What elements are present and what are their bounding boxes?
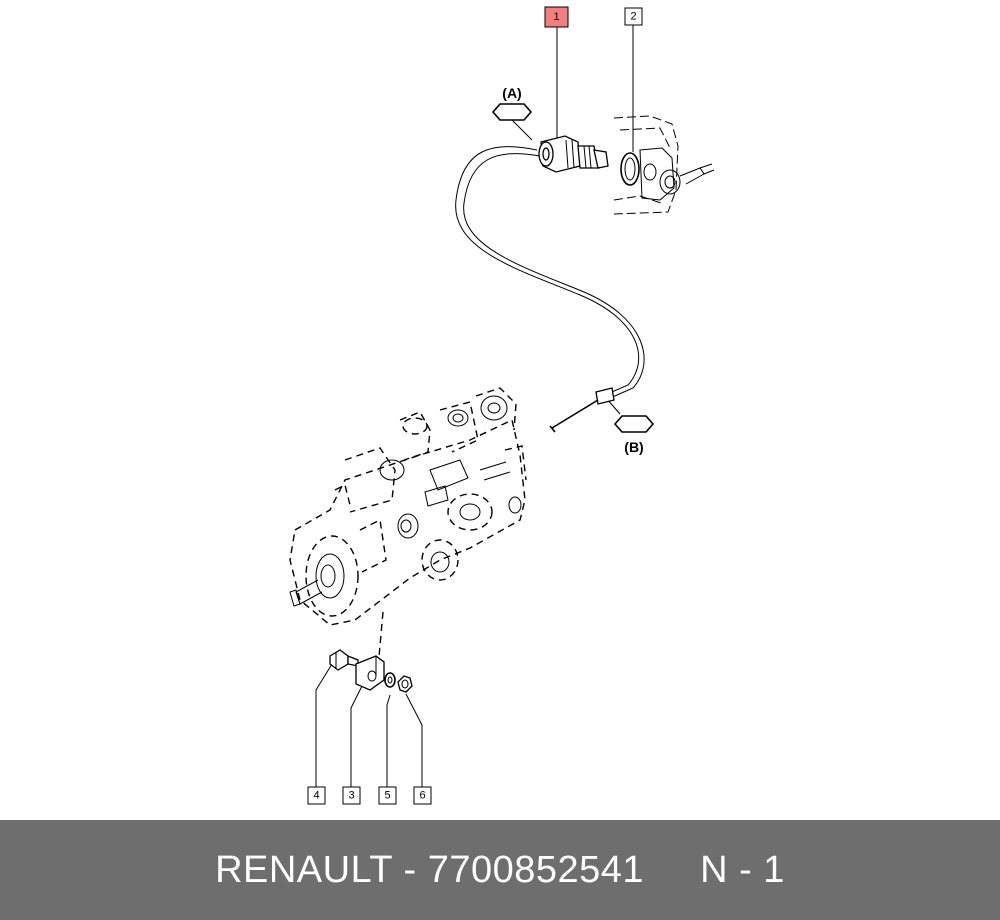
bracket-part-3[interactable] — [355, 655, 385, 691]
svg-text:(B): (B) — [624, 439, 643, 455]
nut-part-6[interactable] — [397, 675, 413, 693]
part-number: 7700852541 — [427, 848, 645, 891]
svg-text:(A): (A) — [502, 85, 521, 101]
view-marker-a: (A) — [491, 85, 533, 141]
caption-separator: - — [403, 848, 417, 891]
svg-text:1: 1 — [553, 11, 559, 23]
injection-pump — [289, 387, 527, 626]
assembly-line — [377, 611, 384, 669]
leader-lines — [315, 25, 634, 787]
parts-diagram: 1 2 4 3 5 6 (A) (B) — [289, 6, 715, 805]
svg-text:6: 6 — [419, 790, 425, 802]
washer-part-5[interactable] — [384, 672, 396, 688]
brand-name: RENAULT — [215, 848, 393, 891]
callout-5[interactable]: 5 — [378, 786, 397, 805]
view-marker-b: (B) — [605, 397, 655, 455]
callout-6[interactable]: 6 — [413, 786, 432, 805]
engine-housing — [613, 115, 715, 215]
part-caption: RENAULT - 7700852541 N - 1 — [215, 849, 785, 892]
callout-3[interactable]: 3 — [342, 786, 361, 805]
sensor-cable — [455, 146, 645, 433]
footer-bar: RENAULT - 7700852541 N - 1 — [0, 820, 1000, 920]
svg-text:4: 4 — [313, 790, 319, 802]
callout-4[interactable]: 4 — [307, 786, 326, 805]
temperature-sensor-part-1[interactable] — [538, 135, 609, 173]
seal-ring-part-2[interactable] — [620, 152, 640, 186]
svg-text:5: 5 — [384, 790, 390, 802]
svg-text:2: 2 — [630, 11, 636, 23]
bolt-part-4[interactable] — [329, 649, 359, 671]
callout-2[interactable]: 2 — [624, 7, 643, 26]
svg-text:3: 3 — [348, 790, 354, 802]
callout-1[interactable]: 1 — [544, 6, 569, 28]
position-label: N - 1 — [700, 848, 785, 891]
